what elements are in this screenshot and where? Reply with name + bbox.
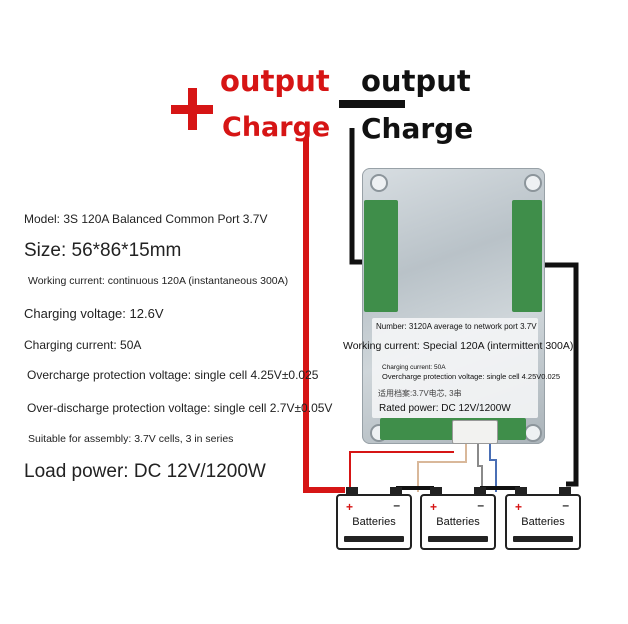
battery-3-label: Batteries (521, 516, 565, 528)
mount-hole-top-left (370, 174, 388, 192)
mount-hole-top-right (524, 174, 542, 192)
board-number: Number: 3120A average to network port 3.… (376, 322, 537, 331)
balance-wire-red (349, 451, 454, 490)
board-chinese-line: 适用档案:3.7V电芯, 3串 (378, 389, 462, 398)
board-working-current: Working current: Special 120A (intermitt… (343, 340, 574, 352)
positive-charge-label: Charge (222, 112, 331, 143)
spec-size: Size: 56*86*15mm (24, 240, 182, 261)
balance-wire-blue (489, 442, 497, 492)
board-charging-current: Charging current: 50A (382, 364, 446, 371)
negative-wire-battery (528, 262, 579, 487)
positive-wire (303, 138, 345, 493)
spec-overcharge: Overcharge protection voltage: single ce… (27, 368, 319, 382)
plus-sign-vertical (188, 88, 197, 130)
spec-model: Model: 3S 120A Balanced Common Port 3.7V (24, 212, 268, 226)
battery-1-label: Batteries (352, 516, 396, 528)
battery-1: +– Batteries (336, 487, 412, 550)
series-link-1 (396, 486, 434, 490)
minus-sign (339, 100, 405, 108)
balance-connector (452, 420, 498, 444)
balance-wire-grey (477, 442, 483, 492)
board-rated-power: Rated power: DC 12V/1200W (379, 403, 511, 414)
spec-working-current: Working current: continuous 120A (instan… (28, 275, 289, 287)
balance-wire-tan (417, 442, 467, 492)
spec-charging-voltage: Charging voltage: 12.6V (24, 306, 164, 321)
battery-2-label: Batteries (436, 516, 480, 528)
b-minus-terminal-pcb (512, 200, 542, 312)
positive-output-label: output (220, 64, 330, 98)
board-sticker (372, 318, 538, 418)
board-overcharge: Overcharge protection voltage: single ce… (382, 372, 561, 381)
battery-3: +– Batteries (505, 487, 581, 550)
battery-2: +– Batteries (420, 487, 496, 550)
spec-assembly: Suitable for assembly: 3.7V cells, 3 in … (28, 433, 234, 445)
spec-load-power: Load power: DC 12V/1200W (24, 461, 266, 482)
negative-charge-label: Charge (361, 112, 474, 145)
p-minus-terminal-pcb (364, 200, 398, 312)
mount-hole-bottom-right (524, 424, 542, 442)
spec-overdischarge: Over-discharge protection voltage: singl… (27, 401, 333, 415)
series-link-2 (480, 486, 520, 490)
negative-output-label: output (361, 64, 471, 98)
spec-charging-current: Charging current: 50A (24, 338, 142, 352)
